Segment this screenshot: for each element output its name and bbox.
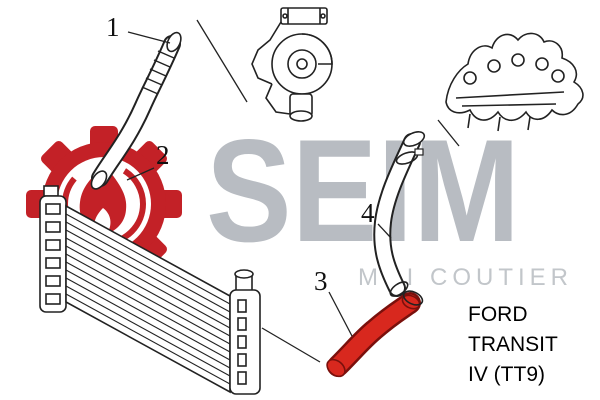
callout-leader-lines xyxy=(126,19,460,363)
manifold-hose-drawing xyxy=(373,131,426,297)
intake-manifold-drawing xyxy=(445,32,584,132)
callout-3: 3 xyxy=(314,266,328,296)
red-outlet-hose-drawing xyxy=(326,290,424,378)
vehicle-generation: IV (TT9) xyxy=(468,363,545,386)
turbo-to-intercooler-hose-drawing xyxy=(90,31,182,190)
vehicle-model: TRANSIT xyxy=(468,333,558,356)
vehicle-application-label: FORD TRANSIT IV (TT9) xyxy=(468,300,558,390)
vehicle-make: FORD xyxy=(468,303,528,326)
turbocharger-drawing xyxy=(251,7,333,122)
callout-1: 1 xyxy=(106,12,120,42)
seim-brand-watermark: SEIM xyxy=(206,109,521,272)
callout-2: 2 xyxy=(156,140,170,170)
callout-4: 4 xyxy=(361,198,375,228)
hose-clamp-icon xyxy=(389,281,409,297)
intercooler-drawing xyxy=(39,185,261,395)
hose-clamp-icon xyxy=(402,290,424,306)
